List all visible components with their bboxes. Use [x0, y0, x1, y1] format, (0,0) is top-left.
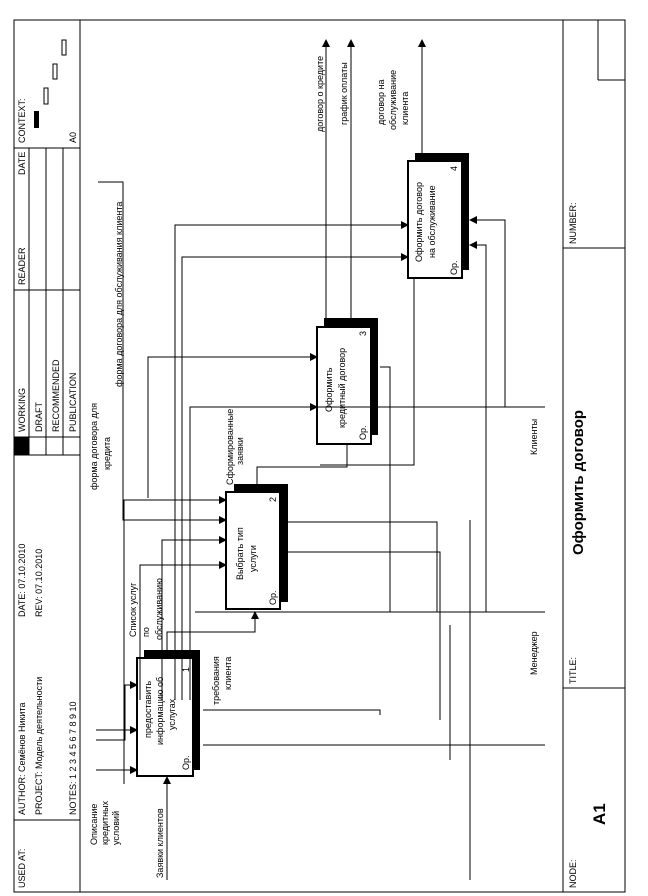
svg-text:услугах: услугах — [167, 698, 177, 730]
arrow-mech-to-2b[interactable] — [288, 551, 441, 720]
svg-text:Ор.: Ор. — [449, 260, 459, 275]
label-dogovor-obsl-1: договор на — [376, 79, 386, 125]
label-trebovaniya-1: требования — [211, 656, 221, 705]
svg-text:2: 2 — [268, 497, 278, 502]
label-sformirovannye-2: заявки — [235, 437, 245, 465]
arrow-forma-kredit-to-3[interactable] — [147, 353, 318, 498]
label-spisok-1: Список услуг — [128, 582, 138, 637]
label-menedzher: Менеджер — [529, 631, 539, 675]
svg-text:Выбрать тип: Выбрать тип — [235, 527, 245, 580]
label-grafik: график оплаты — [339, 62, 349, 125]
label-zayavki: Заявки клиентов — [155, 808, 165, 878]
svg-text:кредитный договор: кредитный договор — [337, 348, 347, 428]
svg-text:предоставить: предоставить — [143, 681, 153, 738]
context-label: CONTEXT: — [17, 98, 27, 143]
svg-text:4: 4 — [449, 166, 459, 171]
svg-text:Ор.: Ор. — [181, 755, 191, 770]
context-node: A0 — [68, 132, 78, 143]
node-label: NODE: — [568, 859, 578, 888]
date-label: DATE — [17, 152, 27, 175]
notes: NOTES: 1 2 3 4 5 6 7 8 9 10 — [68, 701, 78, 815]
label-opisanie-3: условий — [111, 811, 121, 845]
label-spisok-3: обслуживанию — [154, 578, 164, 640]
activity-box-3[interactable]: Оформить кредитный договор 3 Ор. — [316, 318, 378, 445]
label-dogovor-obsl-3: клиента — [400, 92, 410, 125]
arrow-mech-to-1b[interactable] — [203, 709, 381, 715]
svg-text:Ор.: Ор. — [268, 590, 278, 605]
svg-text:на обслуживание: на обслуживание — [427, 185, 437, 258]
status-recommended: RECOMMENDED — [51, 359, 61, 432]
label-forma-kredit-1: форма договора для — [89, 403, 99, 490]
node-value: A1 — [590, 803, 609, 825]
svg-text:Оформить: Оформить — [324, 367, 334, 412]
status-publication: PUBLICATION — [68, 373, 78, 432]
diagram-title: Оформить договор — [570, 410, 587, 555]
arrow-menedzher-to-4[interactable] — [469, 241, 487, 612]
project: PROJECT: Модель деятельности — [34, 677, 44, 815]
page-frame — [13, 19, 626, 893]
arrow-spisok-uslug[interactable] — [166, 611, 259, 658]
status-draft: DRAFT — [34, 402, 44, 432]
svg-text:Ор.: Ор. — [358, 425, 368, 440]
arrow-forma-obsl-to-4b[interactable] — [181, 253, 409, 700]
svg-text:услуги: услуги — [248, 545, 258, 572]
date: DATE: 07.10.2010 — [17, 544, 27, 617]
arrow-menedzher-to-3[interactable] — [380, 366, 391, 612]
activity-box-2[interactable]: Выбрать тип услуги 2 Ор. — [225, 484, 288, 610]
arrow-box4-bottom — [320, 278, 415, 466]
arrow-mech-to-2[interactable] — [288, 521, 438, 612]
author: AUTHOR: Семёнов Никита — [17, 703, 27, 815]
label-opisanie-1: Описание — [89, 804, 99, 845]
working-marker — [14, 437, 29, 455]
label-opisanie-2: кредитных — [100, 800, 110, 845]
label-trebovaniya-2: клиента — [223, 657, 233, 690]
arrow-opisanie[interactable] — [96, 681, 138, 774]
arrow-sformirovannye[interactable] — [256, 444, 348, 492]
used-at-label: USED AT: — [17, 849, 27, 888]
activity-box-1[interactable]: предоставить информацию об услугах 1 Ор. — [136, 650, 200, 777]
label-sformirovannye-1: Сформированные — [225, 409, 235, 485]
svg-text:Оформить договор: Оформить договор — [414, 182, 424, 262]
title-label: TITLE: — [568, 657, 578, 684]
reader-label: READER — [17, 247, 27, 285]
label-dogovor-kredit: договор о кредите — [315, 56, 325, 132]
rev: REV: 07.10.2010 — [34, 549, 44, 617]
label-dogovor-obsl-2: обслуживание — [388, 70, 398, 130]
arrow-forma-obsl-to-4[interactable] — [174, 221, 409, 700]
label-spisok-2: по — [141, 627, 151, 637]
arrow-forma-kredit-to-2[interactable] — [123, 496, 227, 784]
context-active-icon — [34, 111, 39, 128]
arrow-input-2-d[interactable] — [139, 561, 227, 700]
number-label: NUMBER: — [568, 202, 578, 244]
label-forma-obsl: форма договора для обслуживания клиента — [114, 202, 124, 387]
activity-box-4[interactable]: Оформить договор на обслуживание 4 Ор. — [407, 153, 469, 279]
arrow-input-2-c[interactable] — [161, 536, 227, 700]
svg-text:1: 1 — [181, 667, 191, 672]
svg-text:информацию об: информацию об — [155, 677, 165, 745]
arrow-klienty-to-4[interactable] — [469, 216, 506, 407]
status-working: WORKING — [17, 388, 27, 432]
svg-text:3: 3 — [358, 331, 368, 336]
label-forma-kredit-2: кредита — [102, 437, 112, 470]
label-klienty: Клиенты — [529, 419, 539, 455]
